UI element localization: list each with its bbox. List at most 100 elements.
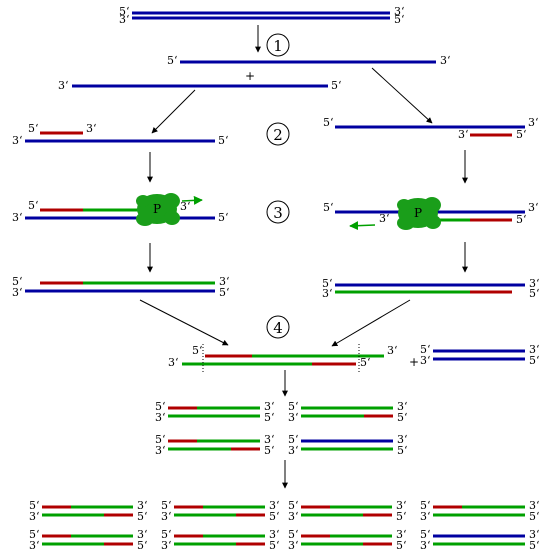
right-primer-5-label: 5‘ (516, 128, 527, 141)
cycle4-7-bottom-3-label: 3‘ (288, 539, 299, 552)
cycle4-1-bottom-3-label: 3‘ (29, 510, 40, 523)
polymerase-label: P (414, 206, 422, 220)
left-ext-t5-label: 5‘ (218, 211, 229, 224)
original-dna-top-3-label: 3‘ (394, 5, 405, 18)
cycle4-6-bottom-3-label: 3‘ (161, 539, 172, 552)
cycle4-8-bottom-3-label: 3‘ (420, 539, 431, 552)
cycle3-a-bottom-3-label: 3‘ (155, 411, 166, 424)
cycle2-3-label: 3‘ (387, 344, 398, 357)
cycle4-4-top-5-label: 5‘ (420, 499, 431, 512)
cycle4-1-top-3-label: 3‘ (137, 499, 148, 512)
step-1-number: 1 (273, 37, 283, 55)
step-2-number: 2 (273, 126, 283, 144)
cycle4-5-top-3-label: 3‘ (137, 528, 148, 541)
cycle4-4-top-3-label: 3‘ (529, 499, 540, 512)
cycle4-5-bottom-3-label: 3‘ (29, 539, 40, 552)
original-duplex-step4-bottom-5-label: 5‘ (529, 354, 540, 367)
arrow-right-to-step4 (331, 299, 411, 347)
cycle4-8-bottom-5-label: 5‘ (529, 539, 540, 552)
cycle4-5-top-5-label: 5‘ (29, 528, 40, 541)
cycle4-1-bottom-5-label: 5‘ (137, 510, 148, 523)
sep-top-5-label: 5‘ (167, 54, 178, 67)
right-template-5-label: 5‘ (323, 116, 334, 129)
cycle3-a-bottom-5-label: 5‘ (264, 411, 275, 424)
right-product-bottom-5-label: 5‘ (529, 287, 540, 300)
cycle3-c-bottom-3-label: 3‘ (155, 444, 166, 457)
left-primer-5-label: 5‘ (28, 122, 39, 135)
cycle4-2-top-5-label: 5‘ (161, 499, 172, 512)
cycle4-4-bottom-3-label: 3‘ (420, 510, 431, 523)
step-3-circle (266, 200, 290, 224)
cycle3-d-top-5-label: 5‘ (288, 433, 299, 446)
right-extension-direction (349, 221, 376, 231)
cycle3-b-bottom-3-label: 3‘ (288, 411, 299, 424)
plus-sign: + (245, 69, 255, 83)
left-primer-3-label: 3‘ (86, 122, 97, 135)
cycle4-6-top-5-label: 5‘ (161, 528, 172, 541)
cycle3-d-top-3-label: 3‘ (397, 433, 408, 446)
arrow-to-right-anneal (371, 67, 433, 124)
cycle4-7-top-3-label: 3‘ (396, 528, 407, 541)
right-product-top-3-label: 3‘ (529, 277, 540, 290)
right-ext-new-3-label: 3‘ (379, 212, 390, 225)
cycle4-3-top-3-label: 3‘ (396, 499, 407, 512)
cycle3-c-top-5-label: 5‘ (155, 433, 166, 446)
sep-top-3-label: 3‘ (440, 54, 451, 67)
cycle3-c-top-3-label: 3‘ (264, 433, 275, 446)
step-4-circle (266, 315, 290, 339)
cycle4-7-bottom-5-label: 5‘ (396, 539, 407, 552)
cycle2-5-label: 5‘ (192, 344, 203, 357)
polymerase-left: P (136, 193, 180, 226)
cycle3-b-top-5-label: 5‘ (288, 400, 299, 413)
arrow-to-left-anneal (151, 89, 196, 134)
cycle4-8-top-5-label: 5‘ (420, 528, 431, 541)
cycle3-c-bottom-5-label: 5‘ (264, 444, 275, 457)
original-duplex-step4-top-5-label: 5‘ (420, 343, 431, 356)
left-template-5-label: 5‘ (218, 134, 229, 147)
left-ext-5-label: 5‘ (28, 199, 39, 212)
left-product-top-3-label: 3‘ (219, 275, 230, 288)
cycle4-1-top-5-label: 5‘ (29, 499, 40, 512)
right-ext-p5-label: 5‘ (516, 213, 527, 226)
original-duplex-step4-bottom-3-label: 3‘ (420, 354, 431, 367)
cycle4-6-bottom-5-label: 5‘ (269, 539, 280, 552)
cycle4-8-top-3-label: 3‘ (529, 528, 540, 541)
step-2-circle (266, 122, 290, 146)
step-3-number: 3 (273, 204, 283, 222)
plus-sign-2: + (409, 355, 419, 369)
cycle3-d-bottom-5-label: 5‘ (397, 444, 408, 457)
polymerase-right: P (397, 197, 441, 230)
cycle3-a-top-5-label: 5‘ (155, 400, 166, 413)
left-extension-direction (181, 195, 203, 205)
step-1-circle (266, 33, 290, 57)
right-ext-3-label: 3‘ (528, 201, 539, 214)
cycle4-3-bottom-3-label: 3‘ (288, 510, 299, 523)
right-ext-5-label: 5‘ (323, 201, 334, 214)
right-template-3-label: 3‘ (528, 116, 539, 129)
left-product-bottom-3-label: 3‘ (12, 286, 23, 299)
original-dna-top-5-label: 5‘ (119, 5, 130, 18)
cycle4-7-top-5-label: 5‘ (288, 528, 299, 541)
cycle2-b3-label: 3‘ (168, 356, 179, 369)
cycle2-b5-label: 5‘ (360, 356, 371, 369)
strands-layer (25, 11, 525, 546)
left-ext-3-label: 3‘ (12, 211, 23, 224)
original-duplex-step4-top-3-label: 3‘ (529, 343, 540, 356)
left-product-bottom-5-label: 5‘ (219, 286, 230, 299)
left-template-3-label: 3‘ (12, 134, 23, 147)
cycle4-3-top-5-label: 5‘ (288, 499, 299, 512)
cycle4-4-bottom-5-label: 5‘ (529, 510, 540, 523)
polymerase-label: P (153, 202, 161, 216)
right-primer-3-label: 3‘ (458, 128, 469, 141)
cycle4-5-bottom-5-label: 5‘ (137, 539, 148, 552)
labels-layer: 5‘3‘3‘5‘15‘3‘+3‘5‘25‘3‘3‘5‘5‘3‘3‘5‘35‘3‘… (12, 5, 540, 552)
left-ext-new-3-label: 3‘ (180, 200, 191, 213)
step-4-number: 4 (273, 319, 283, 337)
cycle4-3-bottom-5-label: 5‘ (396, 510, 407, 523)
right-product-top-5-label: 5‘ (322, 277, 333, 290)
cycle4-6-top-3-label: 3‘ (269, 528, 280, 541)
cycle4-2-bottom-3-label: 3‘ (161, 510, 172, 523)
cycle3-b-bottom-5-label: 5‘ (397, 411, 408, 424)
